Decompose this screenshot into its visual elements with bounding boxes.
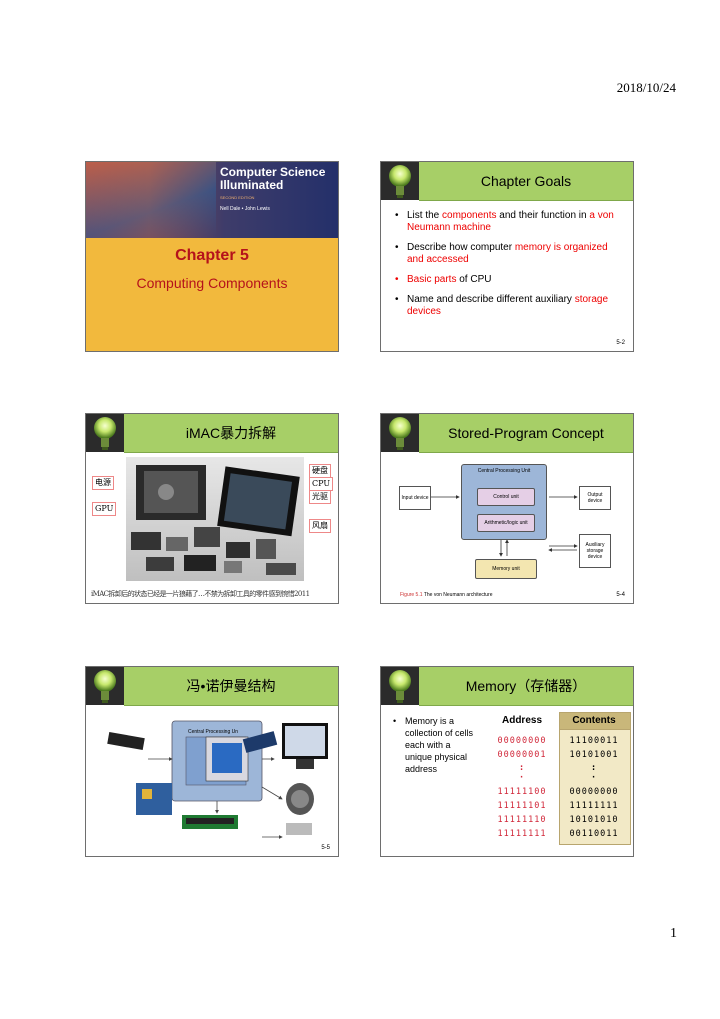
address-cell: : [518, 763, 526, 773]
slide-chapter-goals: Chapter Goals List the components and th… [380, 161, 634, 352]
book-title-line-1: Computer Science [220, 165, 326, 179]
lightbulb-icon [389, 670, 411, 703]
label-power-supply: 电源 [92, 476, 114, 490]
slide-number: 5-5 [321, 845, 330, 851]
goals-list: List the components and their function i… [393, 210, 625, 326]
contents-cell: 00110011 [569, 829, 619, 839]
label-hard-disk: 硬盘 [309, 464, 331, 478]
goal-item: Name and describe different auxiliary st… [393, 294, 625, 318]
slide-title: 冯•诺伊曼结构 [186, 678, 276, 694]
control-unit-box: Control unit [477, 488, 535, 506]
slide-title: Chapter Goals [480, 173, 572, 189]
book-cover-banner: Computer Science Illuminated SECOND EDIT… [86, 162, 338, 238]
contents-cell: · [590, 773, 598, 783]
label-optical-drive: 光驱 [309, 490, 331, 504]
slide-header: iMAC暴力拆解 [86, 414, 338, 453]
address-cell: 00000000 [497, 736, 547, 746]
header-green-bar [124, 414, 338, 453]
von-neumann-photo-diagram [107, 720, 328, 839]
memory-definition: • Memory is a collection of cells each w… [393, 715, 477, 775]
cpu-label: Central Processing Un [188, 729, 239, 735]
slide-number: 5-4 [616, 592, 625, 598]
goal-item: Basic parts of CPU [393, 274, 625, 286]
output-device-box: Output device [579, 486, 611, 510]
label-cpu: CPU [309, 477, 334, 491]
memory-unit-box: Memory unit [475, 559, 537, 579]
slide-stored-program: Stored-Program Concept Central Processin… [380, 413, 634, 604]
address-cell: · [518, 773, 526, 783]
teardown-photo [126, 457, 304, 581]
slide-header: Chapter Goals [381, 162, 633, 201]
slide-header: Memory（存储器） [381, 667, 633, 706]
address-column-header: Address [501, 715, 542, 726]
page-date: 2018/10/24 [616, 80, 676, 95]
book-title: Computer Science Illuminated [220, 166, 325, 192]
cover-art [86, 162, 216, 238]
header-green-bar [419, 667, 633, 706]
contents-column-header: Contents [572, 715, 616, 726]
lightbulb-icon [94, 670, 116, 703]
lightbulb-icon [389, 417, 411, 450]
contents-column-bg [559, 712, 631, 845]
address-cell: 11111111 [497, 829, 547, 839]
goal-item: Describe how computer memory is organize… [393, 242, 625, 266]
cover-orange-panel [86, 238, 338, 351]
contents-cell: 11100011 [569, 736, 619, 746]
label-gpu: GPU [92, 502, 117, 516]
lightbulb-icon [389, 165, 411, 198]
figure-caption: Figure 5.1 The von Neumann architecture [400, 592, 493, 598]
contents-cell: 11111111 [569, 801, 619, 811]
header-green-bar [419, 414, 633, 453]
contents-header-bg [559, 712, 631, 730]
chapter-subtitle: Computing Components [136, 275, 288, 291]
alu-box: Arithmetic/logic unit [477, 514, 535, 532]
input-device-box: Input device [399, 486, 431, 510]
label-fan: 风扇 [309, 519, 331, 533]
contents-cell: 00000000 [569, 787, 619, 797]
slide-title: Stored-Program Concept [448, 425, 604, 441]
slide-imac-teardown: iMAC暴力拆解 电源 GPU 硬盘 CPU 光驱 风扇 iMAC拆卸后的状态已… [85, 413, 339, 604]
slide-title: iMAC暴力拆解 [185, 425, 277, 441]
slide-chapter-cover: Computer Science Illuminated SECOND EDIT… [85, 161, 339, 352]
header-green-bar [124, 667, 338, 706]
contents-cell: 10101001 [569, 750, 619, 760]
slide-header: Stored-Program Concept [381, 414, 633, 453]
slide-number: 5-2 [616, 340, 625, 346]
slide-memory: Memory（存储器） • Memory is a collection of … [380, 666, 634, 857]
von-neumann-arrows [429, 495, 578, 557]
photo-caption: iMAC拆卸后的状态已经是一片狼藉了…不禁为拆卸工具的零件感到惋惜2011 [91, 590, 310, 598]
slide-von-neumann-structure: 冯•诺伊曼结构 Central Processing Un 5-5 [85, 666, 339, 857]
chapter-heading: Chapter 5 [175, 247, 249, 264]
contents-cell: 10101010 [569, 815, 619, 825]
auxiliary-storage-box: Auxiliary storage device [579, 534, 611, 568]
page-number: 1 [670, 926, 677, 941]
address-cell: 00000001 [497, 750, 547, 760]
memory-definition-text: Memory is a collection of cells each wit… [405, 716, 474, 774]
slide-header: 冯•诺伊曼结构 [86, 667, 338, 706]
header-green-bar [419, 162, 633, 201]
book-edition: SECOND EDITION [220, 195, 255, 200]
book-authors: Nell Dale • John Lewis [220, 206, 270, 212]
address-cell: 11111101 [497, 801, 547, 811]
lightbulb-icon [94, 417, 116, 450]
address-cell: 11111100 [497, 787, 547, 797]
address-cell: 11111110 [497, 815, 547, 825]
book-title-line-2: Illuminated [220, 178, 284, 192]
slide-title: Memory（存储器） [465, 678, 587, 694]
contents-cell: : [590, 763, 598, 773]
goal-item: List the components and their function i… [393, 210, 625, 234]
